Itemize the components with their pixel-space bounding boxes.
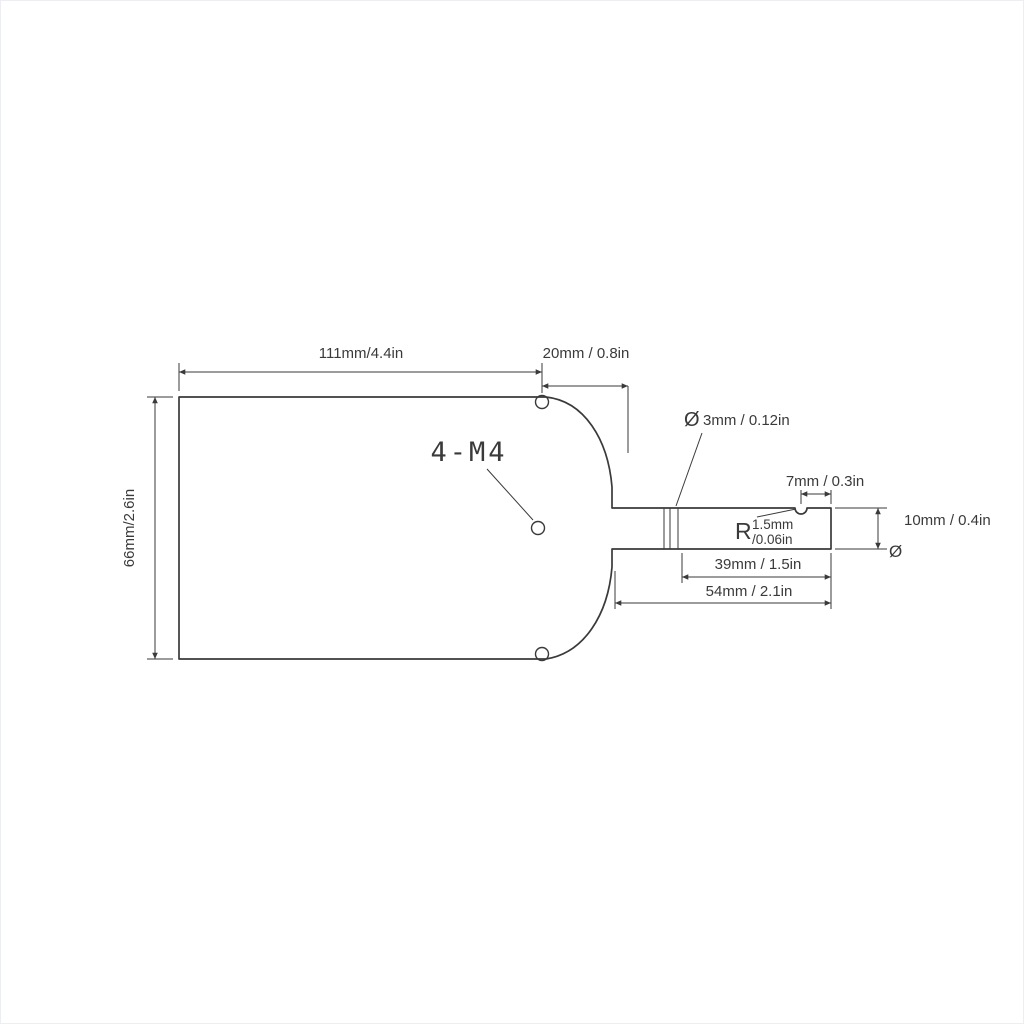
callout-hole-diameter: Ø 3mm / 0.12in xyxy=(675,409,790,507)
part-outline xyxy=(178,396,832,660)
radius-symbol: R xyxy=(735,518,752,544)
dim-body-width: 111mm/4.4in xyxy=(178,345,543,393)
dim-end-offset: 20mm / 0.8in xyxy=(542,345,629,453)
dim-body-height: 66mm/2.6in xyxy=(121,396,173,660)
mounting-hole-bottom xyxy=(534,646,550,662)
radius-label-mm: 1.5mm xyxy=(752,517,793,532)
dim-shaft-length: 54mm / 2.1in xyxy=(614,571,831,609)
dim-label-shaft-diameter: 10mm / 0.4in xyxy=(904,512,991,529)
mounting-hole-top xyxy=(534,394,550,410)
dim-label-body-height: 66mm/2.6in xyxy=(121,489,138,567)
callout-radius: R 1.5mm /0.06in xyxy=(735,508,797,547)
thread-callout-label: 4-M4 xyxy=(430,437,507,468)
dim-label-end-offset: 20mm / 0.8in xyxy=(543,345,630,362)
dim-label-notch-offset: 7mm / 0.3in xyxy=(786,473,864,490)
leader-line xyxy=(756,508,797,518)
radius-label-in: /0.06in xyxy=(752,532,793,547)
part-geometry xyxy=(178,394,832,662)
dim-notch-offset: 7mm / 0.3in xyxy=(786,473,864,504)
dim-shaft-diameter: 10mm / 0.4in Ø xyxy=(835,507,991,561)
leader-line xyxy=(486,468,534,521)
diameter-symbol: Ø xyxy=(684,409,700,431)
callout-thread: 4-M4 xyxy=(430,437,534,521)
diameter-symbol: Ø xyxy=(889,542,902,561)
dim-label-groove-to-end: 39mm / 1.5in xyxy=(715,556,802,573)
dim-label-shaft-length: 54mm / 2.1in xyxy=(706,583,793,600)
dim-groove-to-end: 39mm / 1.5in xyxy=(681,553,832,609)
leader-line xyxy=(675,432,703,507)
mounting-hole-middle xyxy=(530,520,546,536)
dim-label-body-width: 111mm/4.4in xyxy=(319,345,404,362)
dim-label-hole-diameter: 3mm / 0.12in xyxy=(703,412,790,429)
